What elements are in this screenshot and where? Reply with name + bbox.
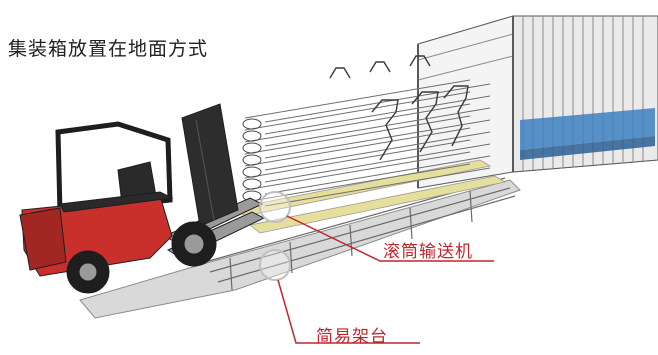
label-simple-rack: 简易架台 — [316, 327, 388, 347]
forklift-cab-frame — [55, 121, 173, 215]
diagram-title: 集装箱放置在地面方式 — [8, 38, 209, 60]
roller-conveyor-stack — [242, 55, 491, 207]
callout-roller-conveyor — [259, 191, 494, 262]
label-roller-conveyor: 滚筒输送机 — [383, 242, 473, 262]
callout-simple-rack — [259, 249, 420, 344]
forklift-mast — [181, 103, 239, 227]
forklift — [19, 103, 266, 294]
